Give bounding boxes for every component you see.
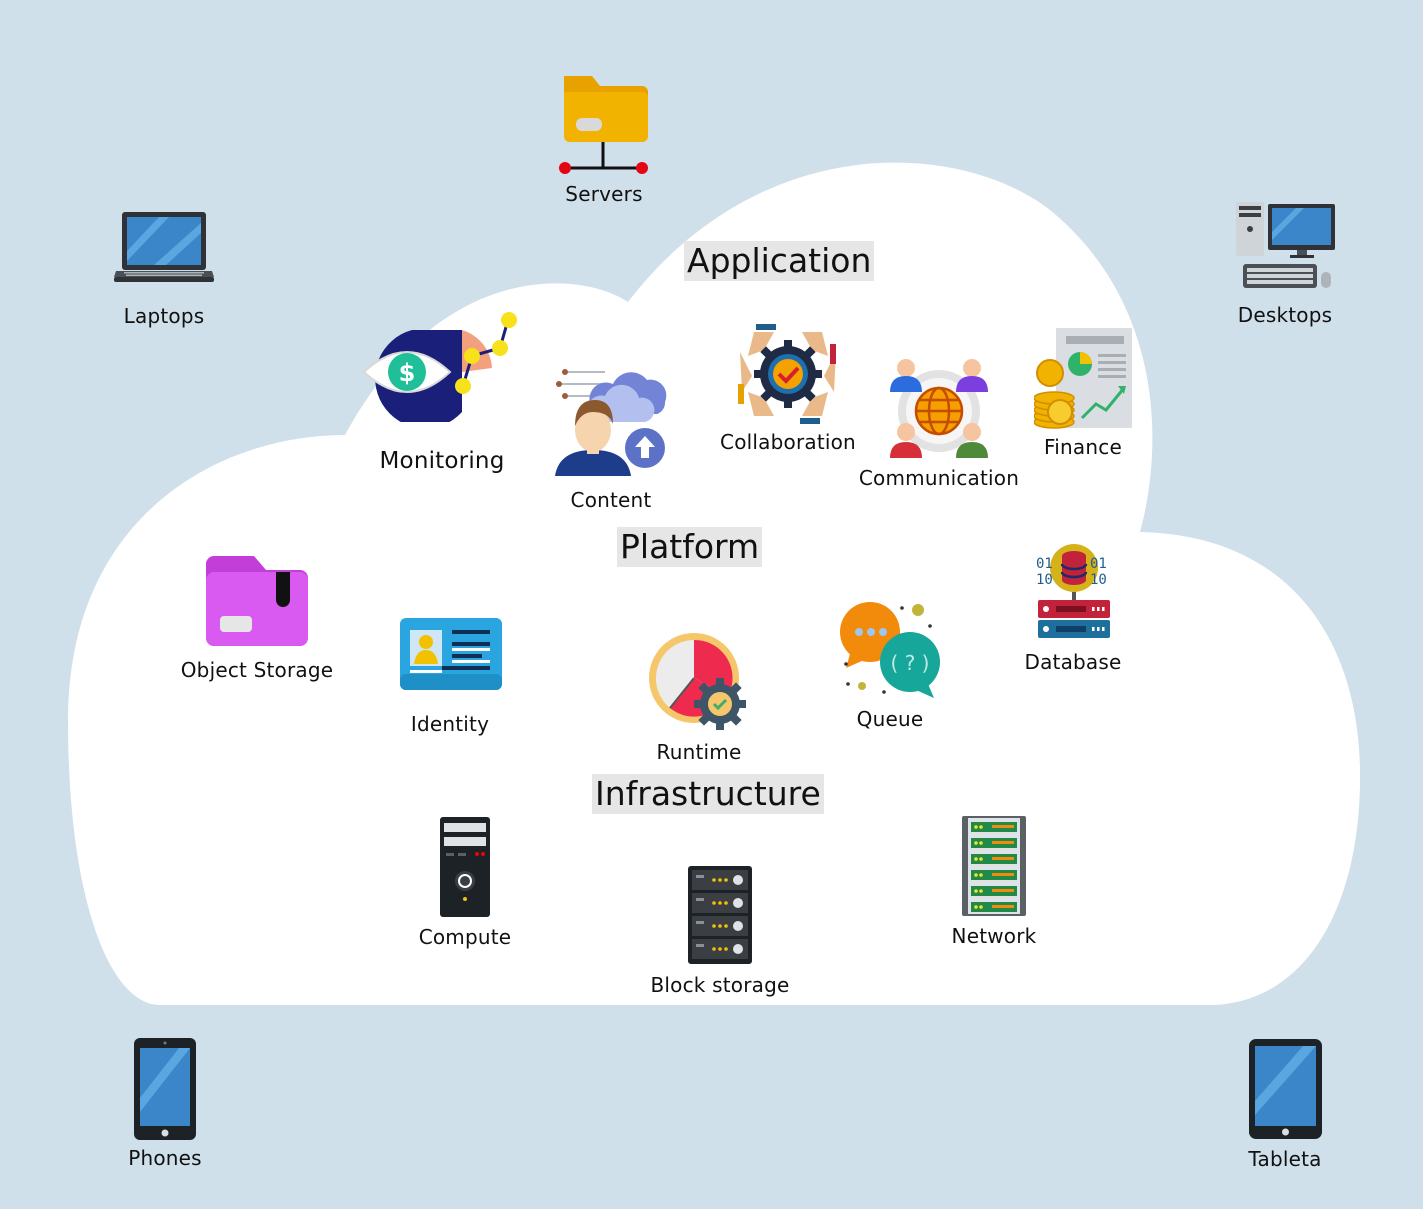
svg-text:$: $ [399,359,416,387]
coins-report-icon [1034,328,1132,429]
node-label-queue: Queue [856,707,924,731]
node-label-servers: Servers [565,182,643,206]
node-label-desktops: Desktops [1237,303,1333,327]
chat-bubbles-icon: ( ? ) [840,602,940,698]
node-label-object-storage: Object Storage [180,658,334,682]
section-title-application: Application [684,241,875,281]
node-label-content: Content [570,488,652,512]
tablet-icon [1249,1039,1322,1139]
node-label-identity: Identity [410,712,490,736]
node-label-block-storage: Block storage [650,973,790,997]
timer-gear-icon [649,633,746,730]
svg-text:10: 10 [1036,572,1053,588]
node-label-network: Network [951,924,1037,948]
node-label-runtime: Runtime [656,740,742,764]
node-label-finance: Finance [1044,435,1122,459]
svg-text:10: 10 [1090,572,1107,588]
folder-icon [206,556,308,646]
server-rack-icon [688,866,752,964]
person-cloud-upload-icon [555,369,667,476]
folder-network-icon [559,76,648,174]
node-label-collaboration: Collaboration [720,430,856,454]
people-globe-icon [890,359,988,458]
desktop-computer-icon [1236,202,1335,288]
node-label-communication: Communication [858,466,1020,490]
computer-tower-icon [440,817,490,917]
svg-text:( ? ): ( ? ) [891,651,930,675]
hands-gear-check-icon [738,324,836,424]
id-card-icon [400,618,502,690]
eye-dollar-chart-icon: $ [362,312,517,422]
svg-text:01: 01 [1090,556,1107,572]
node-label-database: Database [1024,650,1122,674]
smartphone-icon [134,1038,196,1140]
node-label-phones: Phones [128,1146,202,1170]
node-label-compute: Compute [418,925,512,949]
laptop-icon [114,212,214,282]
svg-text:01: 01 [1036,556,1053,572]
section-title-platform: Platform [617,527,763,567]
node-label-laptops: Laptops [123,304,205,328]
section-title-infrastructure: Infrastructure [592,774,824,814]
node-label-monitoring: Monitoring [379,448,505,474]
network-rack-icon [962,816,1026,916]
node-label-tablets: Tableta [1248,1147,1322,1171]
